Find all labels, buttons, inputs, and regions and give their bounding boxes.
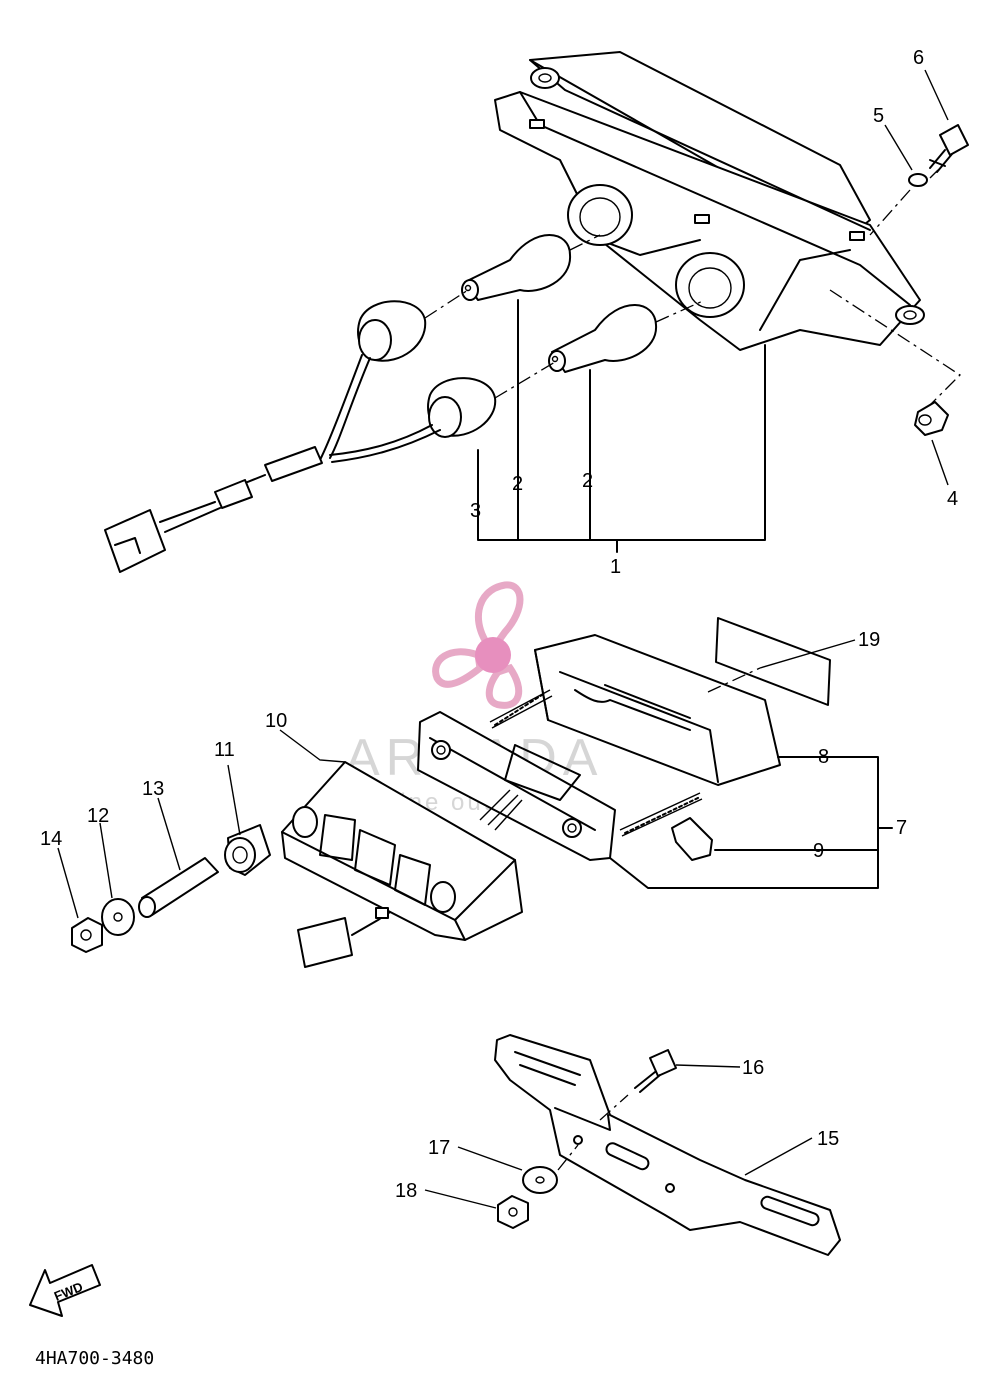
callout-12: 12 [87, 805, 109, 827]
callout-13: 13 [142, 778, 164, 800]
logo-blade-right [485, 663, 523, 709]
callout-3: 3 [470, 500, 481, 522]
bulb-upper [461, 234, 572, 301]
armada-propeller-logo [432, 581, 524, 709]
callout-17: 17 [428, 1137, 450, 1159]
part-16-bolt [634, 1049, 677, 1093]
part-11-bushing [224, 824, 271, 876]
license-light-screws [489, 689, 703, 837]
callout-18: 18 [395, 1180, 417, 1202]
license-light-base [417, 711, 616, 861]
tail-light-housing [494, 51, 925, 351]
bulb-lower [548, 304, 658, 373]
callout-11: 11 [214, 739, 235, 761]
callout-7: 7 [896, 817, 907, 839]
assembly-lines-upper [424, 169, 962, 406]
part-18-nut [497, 1195, 529, 1229]
part-13-collar [138, 857, 219, 918]
callout-8: 8 [818, 746, 829, 768]
callout-10: 10 [265, 710, 287, 732]
logo-hub [475, 637, 511, 673]
part-17-washer [522, 1166, 558, 1194]
callout-5: 5 [873, 105, 884, 127]
part-5-washer [908, 173, 928, 187]
part-19-label [715, 617, 831, 706]
logo-blade-left [432, 648, 484, 688]
leader-lines [57, 69, 949, 1209]
assembly-lines-lower [557, 1094, 629, 1171]
callout-19: 19 [858, 629, 880, 651]
part-6-screw [929, 124, 969, 173]
callout-9: 9 [813, 840, 824, 862]
callout-1: 1 [610, 556, 621, 578]
license-connector [297, 907, 391, 968]
callout-numbers: 1 2 2 3 4 5 6 7 8 9 10 11 12 13 14 15 16… [40, 47, 958, 1202]
part-14-nut [71, 917, 103, 953]
callout-2-lower: 2 [582, 470, 593, 492]
part-4-grommet [914, 401, 949, 436]
callout-15: 15 [817, 1128, 839, 1150]
logo-blade-top [474, 581, 524, 656]
callout-6: 6 [913, 47, 924, 69]
part-12-washer [101, 898, 135, 936]
callout-4: 4 [947, 488, 958, 510]
diagram-code: 4HA700-3480 [35, 1348, 154, 1369]
callout-14: 14 [40, 828, 62, 850]
socket-harness [104, 300, 497, 573]
part-9-bulb [671, 817, 713, 861]
fwd-arrow-icon: FWD [29, 1264, 101, 1317]
license-light-housing [281, 761, 523, 941]
license-light-lens [534, 634, 781, 786]
callout-16: 16 [742, 1057, 764, 1079]
bracket-part-1 [477, 299, 766, 553]
license-bracket [494, 1034, 841, 1256]
callout-2-upper: 2 [512, 473, 523, 495]
